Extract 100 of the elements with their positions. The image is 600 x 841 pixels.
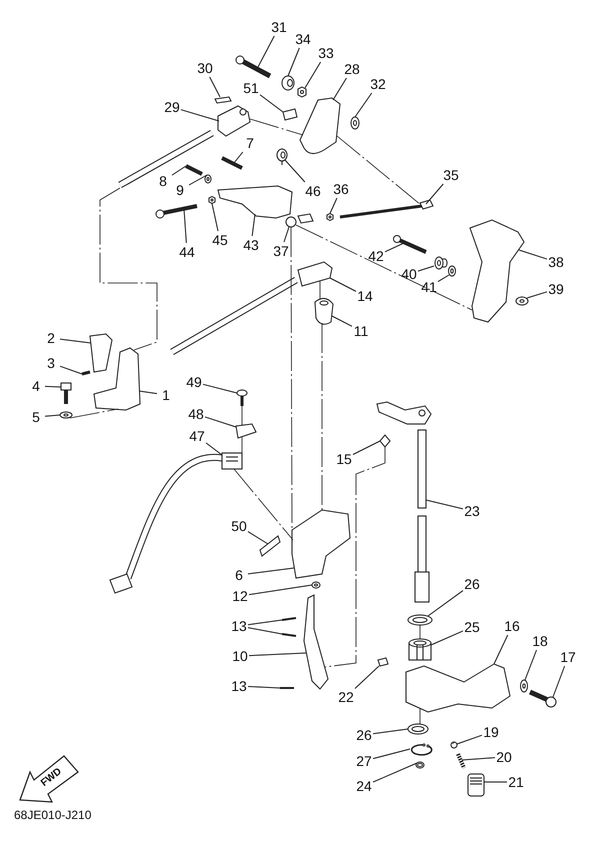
callout-number: 4 bbox=[26, 378, 46, 394]
callout-number: 24 bbox=[354, 778, 374, 794]
leader-line bbox=[372, 728, 408, 734]
callout-number: 45 bbox=[210, 232, 230, 248]
leader-line bbox=[354, 92, 372, 118]
callout-number: 8 bbox=[153, 173, 173, 189]
leader-line bbox=[60, 366, 82, 374]
leader-line bbox=[552, 666, 566, 698]
leader-line bbox=[372, 762, 418, 783]
washer-drawing bbox=[520, 680, 528, 692]
callout-number: 25 bbox=[462, 619, 482, 635]
leader-line bbox=[260, 94, 284, 112]
rod-drawing bbox=[340, 199, 434, 218]
washer-drawing bbox=[312, 582, 320, 588]
callout-number: 28 bbox=[342, 61, 362, 77]
leader-line bbox=[44, 386, 62, 388]
callout-number: 2 bbox=[41, 330, 61, 346]
leader-line bbox=[258, 36, 275, 68]
collar-drawing bbox=[408, 638, 432, 660]
nut-drawing bbox=[298, 86, 306, 98]
screw-drawing bbox=[236, 390, 248, 406]
assembly-centerline bbox=[336, 136, 422, 206]
callout-number: 39 bbox=[546, 281, 566, 297]
callout-number: 6 bbox=[229, 567, 249, 583]
leader-line bbox=[248, 620, 282, 626]
leader-line bbox=[44, 414, 60, 417]
spring-drawing bbox=[456, 753, 466, 769]
leader-line bbox=[172, 166, 186, 176]
leader-line bbox=[332, 316, 352, 327]
callout-number: 21 bbox=[506, 774, 526, 790]
callout-number: 26 bbox=[354, 727, 374, 743]
callout-number: 34 bbox=[293, 31, 313, 47]
leader-line bbox=[428, 590, 464, 616]
leader-line bbox=[430, 630, 464, 646]
leader-line bbox=[354, 666, 380, 690]
nut-drawing bbox=[208, 196, 216, 204]
callout-number: 50 bbox=[229, 518, 249, 534]
washer-drawing bbox=[408, 614, 432, 626]
bolt-drawing bbox=[236, 56, 272, 78]
leader-line bbox=[188, 174, 208, 186]
arm-drawing bbox=[406, 663, 511, 713]
plate-drawing bbox=[469, 219, 525, 323]
assembly-centerline bbox=[250, 118, 304, 136]
lever-drawing bbox=[300, 98, 340, 154]
callout-number: 38 bbox=[546, 254, 566, 270]
pin-drawing bbox=[282, 108, 298, 121]
fitting-drawing bbox=[377, 657, 389, 667]
leader-line bbox=[330, 198, 338, 214]
leader-line bbox=[426, 184, 444, 204]
assembly-centerline bbox=[296, 224, 472, 310]
cable-end-drawing bbox=[218, 105, 251, 137]
callout-number: 36 bbox=[331, 181, 351, 197]
washer-drawing bbox=[60, 412, 72, 418]
leader-line bbox=[248, 652, 306, 656]
bolt-drawing bbox=[156, 204, 198, 218]
callout-number: 5 bbox=[26, 409, 46, 425]
callout-number: 37 bbox=[271, 243, 291, 259]
washer-drawing bbox=[448, 266, 456, 276]
assembly-centerline bbox=[70, 408, 118, 418]
washer-drawing bbox=[408, 724, 428, 734]
gasket-drawing bbox=[259, 535, 281, 557]
plug-drawing bbox=[468, 774, 484, 796]
joint-drawing bbox=[286, 213, 314, 228]
lever-drawing bbox=[304, 594, 329, 690]
collar-drawing bbox=[276, 148, 288, 166]
leader-line bbox=[456, 734, 482, 744]
leader-line bbox=[418, 266, 434, 272]
leader-line bbox=[248, 627, 282, 634]
callout-number: 48 bbox=[186, 406, 206, 422]
leader-line bbox=[462, 757, 496, 760]
nut-drawing bbox=[326, 212, 334, 222]
leader-line bbox=[426, 500, 464, 510]
callout-number: 44 bbox=[177, 244, 197, 260]
leader-line bbox=[288, 48, 300, 76]
callout-number: 27 bbox=[354, 753, 374, 769]
leader-line bbox=[248, 568, 294, 574]
lever-drawing bbox=[297, 261, 333, 287]
callout-number: 47 bbox=[187, 428, 207, 444]
callout-number: 26 bbox=[462, 576, 482, 592]
rod-drawing bbox=[414, 430, 430, 602]
leader-line bbox=[248, 531, 268, 544]
leader-line bbox=[352, 440, 380, 455]
leader-line bbox=[206, 442, 222, 456]
leader-line bbox=[204, 416, 236, 428]
leader-line bbox=[494, 634, 508, 664]
callout-number: 49 bbox=[184, 374, 204, 390]
callout-number: 46 bbox=[303, 183, 323, 199]
callout-number: 17 bbox=[558, 649, 578, 665]
circlip-drawing bbox=[410, 744, 432, 756]
bolt-drawing bbox=[393, 235, 427, 254]
callout-number: 22 bbox=[336, 689, 356, 705]
callout-number: 14 bbox=[355, 288, 375, 304]
callout-number: 11 bbox=[351, 323, 371, 339]
callout-number: 43 bbox=[241, 237, 261, 253]
callout-number: 15 bbox=[334, 451, 354, 467]
leader-line bbox=[284, 226, 290, 242]
leader-line bbox=[202, 384, 238, 394]
bushing-drawing bbox=[434, 256, 448, 270]
leader-line bbox=[332, 78, 347, 100]
callout-number: 13 bbox=[229, 678, 249, 694]
